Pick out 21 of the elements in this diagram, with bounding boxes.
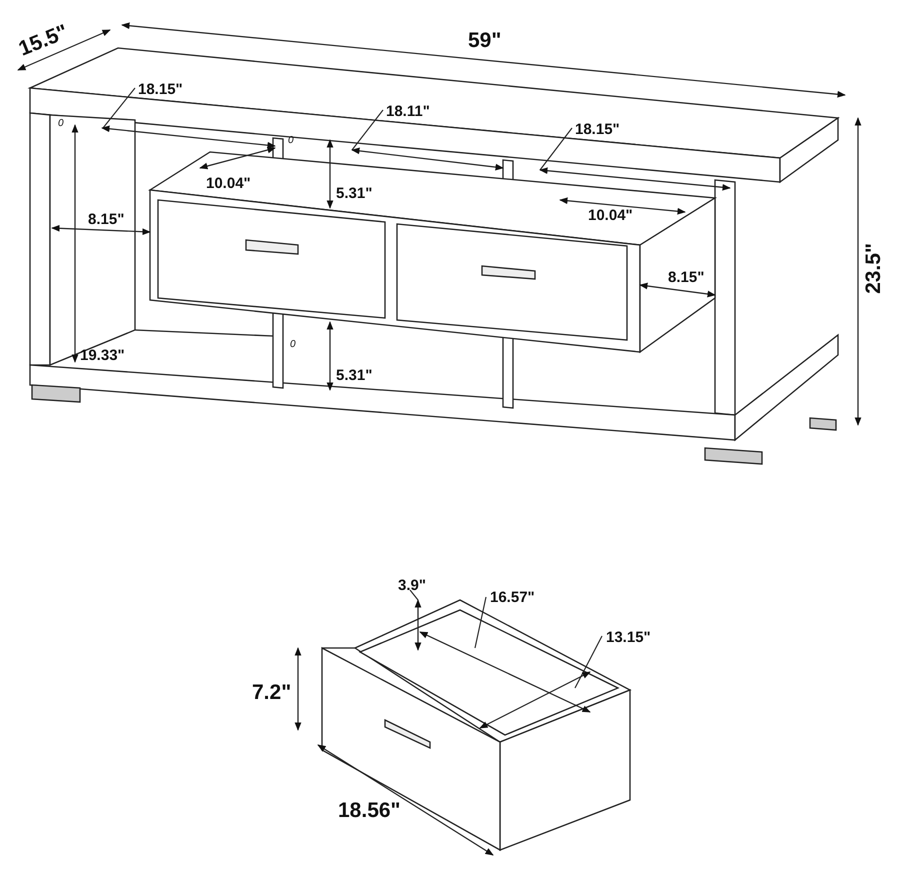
dimension-label: 0	[288, 136, 294, 146]
dimension-label: 18.11"	[386, 104, 430, 119]
dimension-label: 18.15"	[575, 122, 620, 137]
dimension-label: 59"	[468, 30, 502, 51]
dimension-label: 10.04"	[588, 208, 633, 223]
dimension-label: 8.15"	[88, 212, 124, 227]
dimension-label: 8.15"	[668, 270, 704, 285]
dimension-label: 13.15"	[606, 630, 651, 645]
dimension-label: 10.04"	[206, 176, 251, 191]
dimension-label: 5.31"	[336, 186, 372, 201]
dimension-label: 0	[290, 340, 296, 350]
dimension-label: 3.9"	[398, 578, 426, 593]
dimension-label: 16.57"	[490, 590, 535, 605]
dimension-label: 15.5"	[16, 21, 71, 60]
dimension-label: 18.56"	[338, 800, 401, 821]
dimension-label: 0	[58, 119, 64, 129]
dimension-label: 18.15"	[138, 82, 183, 97]
dimension-label: 23.5"	[862, 243, 884, 294]
dimension-label: 5.31"	[336, 368, 372, 383]
dimension-label: 7.2"	[252, 682, 292, 703]
dimension-label: 19.33"	[80, 348, 125, 363]
